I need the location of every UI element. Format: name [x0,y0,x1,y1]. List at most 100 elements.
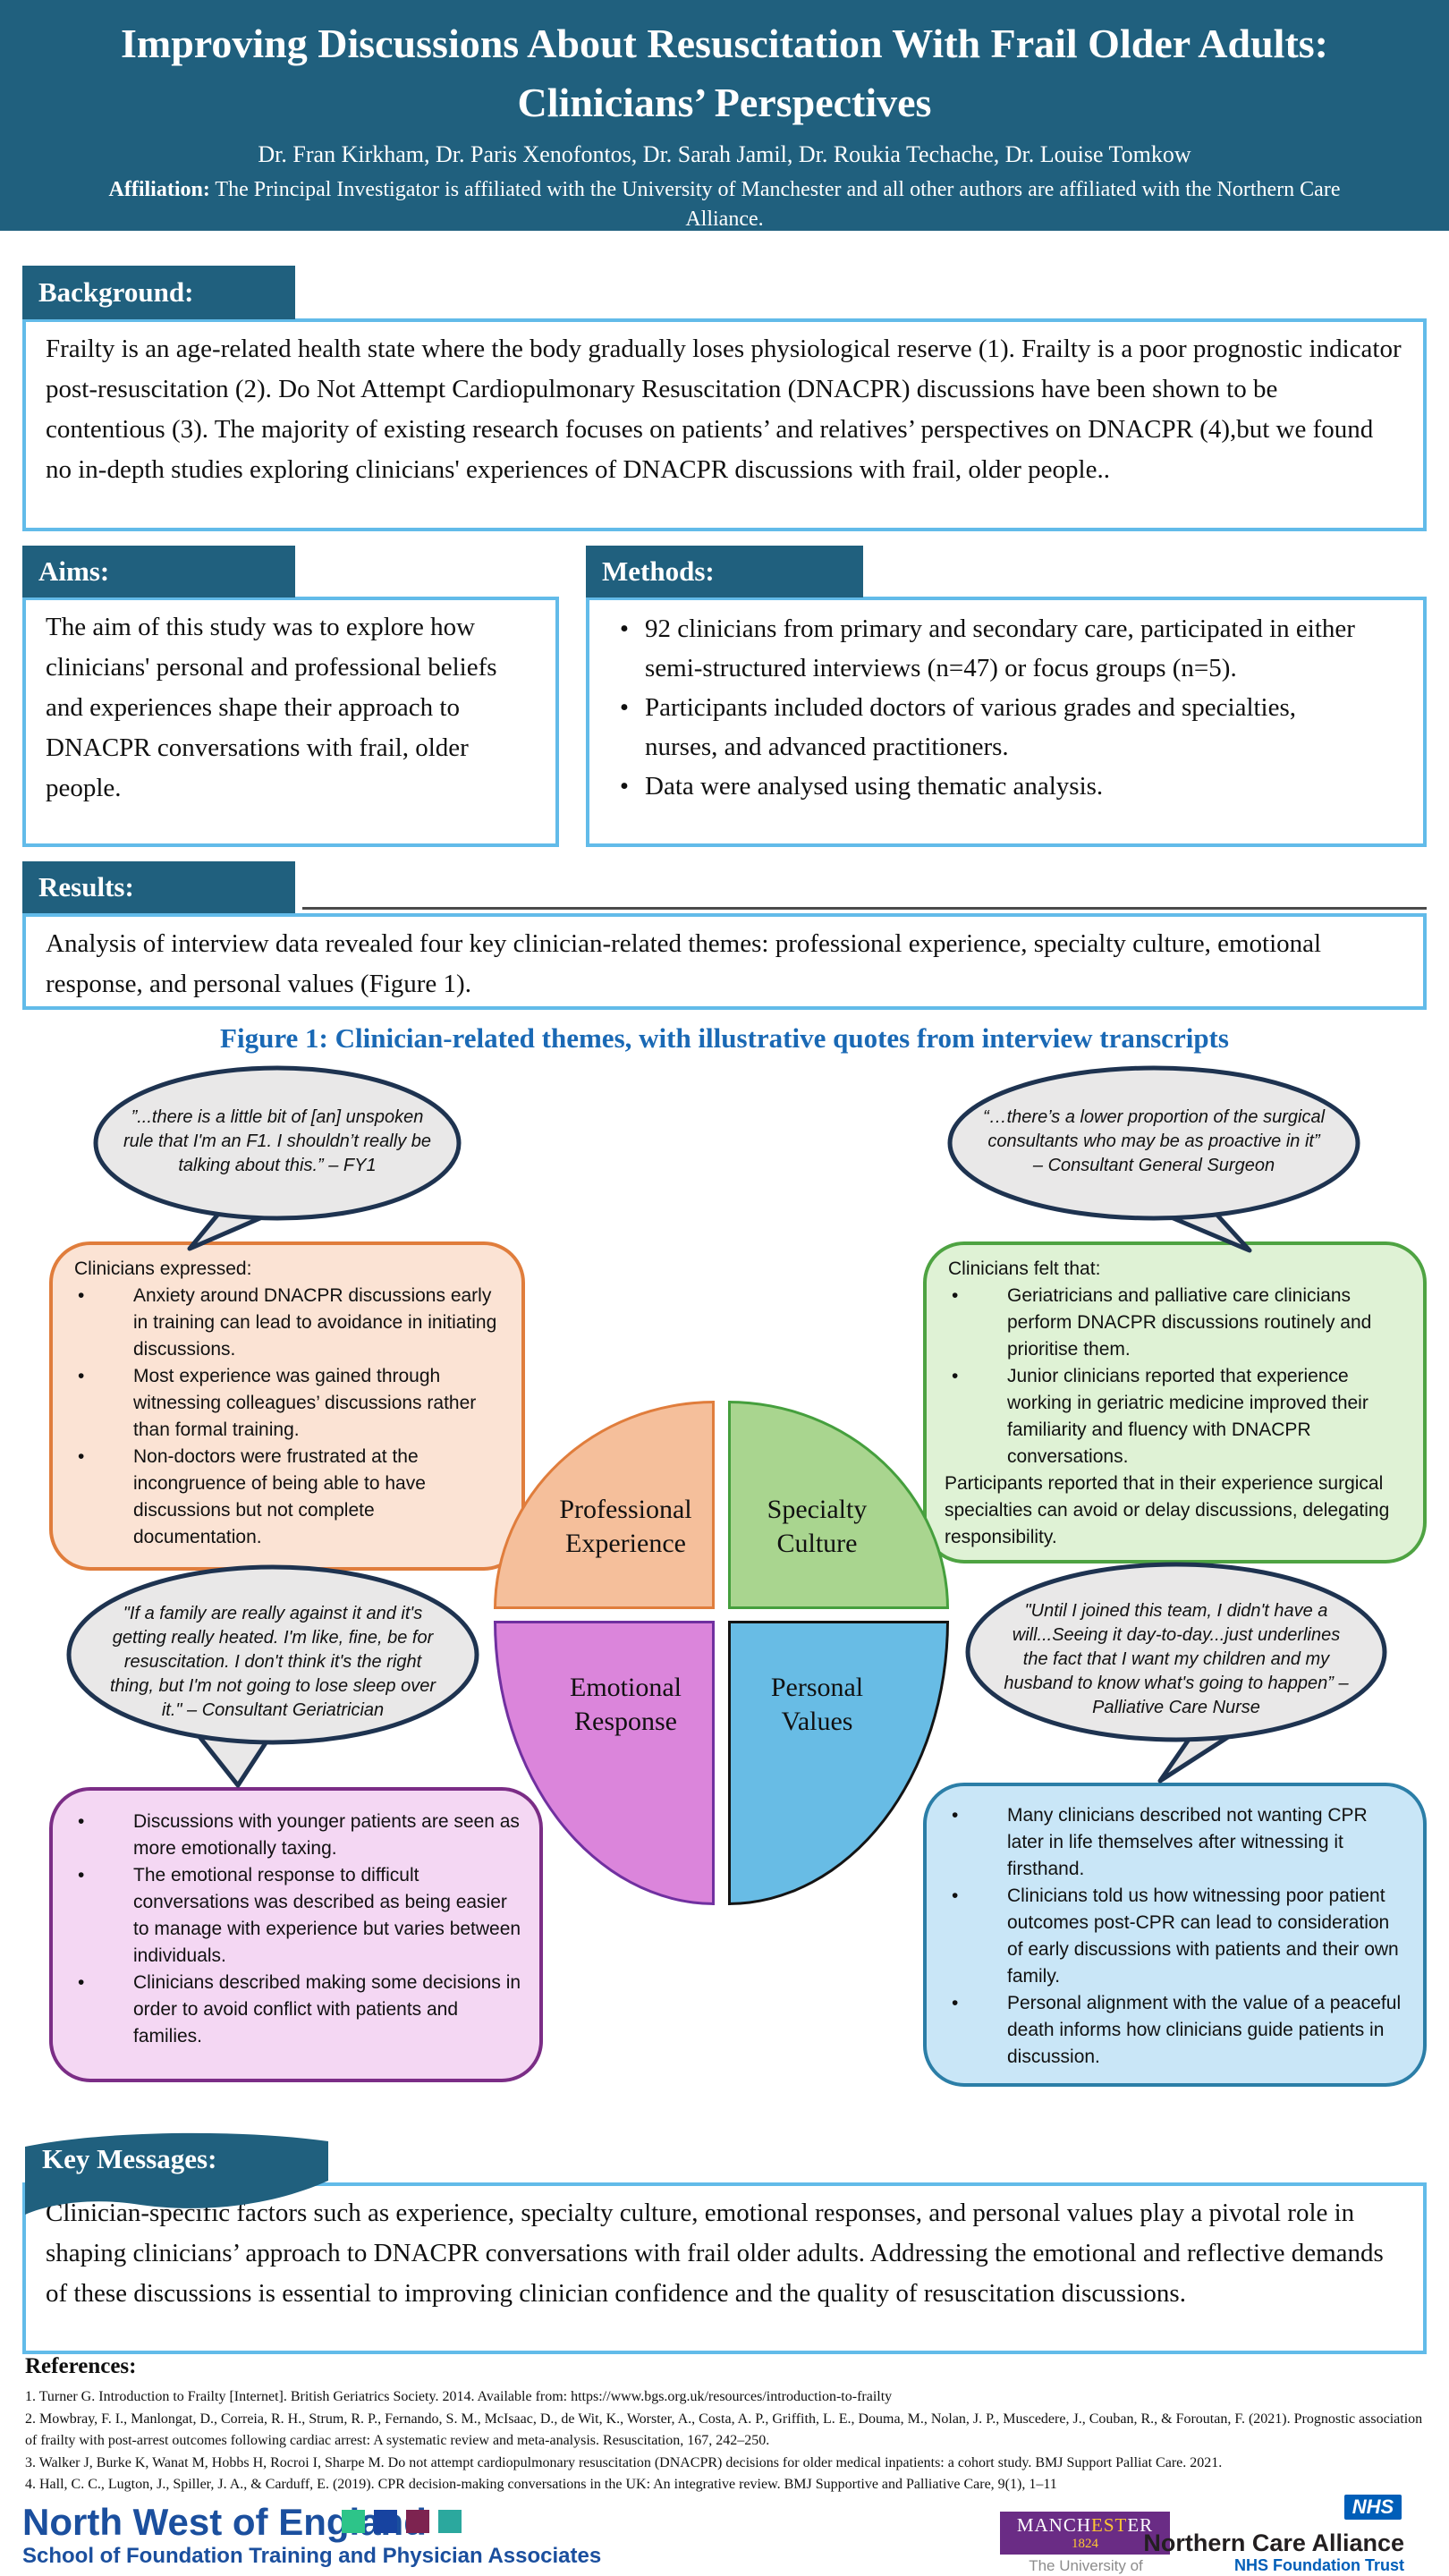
list-item: • Clinicians described making some decisi… [71,1970,521,2050]
background-panel: Frailty is an age-related health state w… [22,318,1427,531]
quote-bubble-geriatrician: "If a family are really against it and i… [63,1563,483,1789]
speech-bubble-shape [965,1562,1387,1784]
manchester-caption: The University of Manchester [1029,2557,1143,2576]
box-bullet: Many clinicians described not wanting CP… [1007,1805,1368,1879]
quote-text: “…there’s a lower proportion of the surg… [982,1107,1326,1176]
box-bullet: Clinicians described making some decisio… [133,1972,521,2046]
authors-line: Dr. Fran Kirkham, Dr. Paris Xenofontos, … [258,141,1191,167]
key-messages-text: Clinician-specific factors such as exper… [46,2199,1384,2308]
reference-item: 4. Hall, C. C., Lugton, J., Spiller, J. … [25,2477,1057,2492]
quadrant-label: Specialty Culture [767,1494,868,1558]
box-bullet: Personal alignment with the value of a p… [1007,1993,1402,2067]
list-item: •Most experience was gained through witn… [71,1363,504,1444]
list-item: • Discussions with younger patients are s… [71,1809,521,1862]
box-bullet: Non-doctors were frustrated at the incon… [133,1446,426,1547]
affiliation-text: The Principal Investigator is affiliated… [209,178,1341,231]
aims-panel: The aim of this study was to explore how… [22,597,559,847]
logo-square-teal [438,2510,462,2533]
methods-bullet: 92 clinicians from primary and secondary… [645,614,1355,682]
speech-bubble-shape [66,1564,479,1788]
reference-item: 1. Turner G. Introduction to Frailty [In… [25,2389,893,2404]
list-item: • Non-doctors were frustrated at the inco… [71,1444,504,1551]
box-intro: Clinicians felt that: [948,1258,1101,1279]
methods-bullet: Data were analysed using thematic analys… [645,772,1104,801]
manchester-part3: ER [1127,2514,1154,2536]
nwe-logo-squares [342,2510,462,2533]
box-bullet: Discussions with younger patients are se… [133,1811,520,1859]
list-item: •Junior clinicians reported that experie… [945,1363,1405,1470]
quote-text: "Until I joined this team, I didn't have… [1004,1600,1349,1717]
pie-quadrant-personal-values: Personal Values [728,1621,949,1905]
bullet-dot: • [619,614,630,643]
quadrant-label: Emotional Response [570,1673,682,1736]
manchester-part2: EST [1091,2514,1128,2536]
methods-list: • 92 clinicians from primary and secondar… [589,600,1423,811]
manchester-wordmark: MANCHESTER [1000,2512,1170,2537]
bullet-dot: • [952,1285,959,1306]
background-heading: Background: [22,266,295,319]
references-heading: References: [25,2354,137,2378]
speech-bubble-shape [947,1065,1360,1253]
quadrant-label: Professional Experience [559,1494,692,1558]
key-messages-panel: Clinician-specific factors such as exper… [22,2182,1427,2354]
bullet-dot: • [952,1993,959,2013]
box-footer-text: Participants reported that in their expe… [945,1473,1390,1547]
reference-item: 2. Mowbray, F. I., Manlongat, D., Correi… [25,2411,1423,2449]
results-panel: Analysis of interview data revealed four… [22,913,1427,1010]
logo-square-blue [374,2510,397,2533]
ribbon-shape [25,2132,328,2215]
manchester-part1: MANCH [1016,2514,1091,2536]
list-item: •Geriatricians and palliative care clini… [945,1283,1405,1363]
nwe-logo-subtitle: School of Foundation Training and Physic… [22,2544,602,2568]
key-messages-heading: Key Messages: [42,2143,217,2174]
pie-quadrant-professional-experience: Professional Experience [494,1401,715,1609]
box-bullet: Junior clinicians reported that experien… [1007,1366,1368,1467]
quote-bubble-fy1: ”...there is a little bit of [an] unspok… [89,1064,465,1252]
aims-heading: Aims: [22,546,295,597]
box-intro: Clinicians expressed: [74,1258,252,1279]
list-item: •The emotional response to difficult con… [71,1862,521,1970]
figure-caption: Figure 1: Clinician-related themes, with… [220,1022,1229,1054]
list-item: • Participants included doctors of variou… [604,688,1373,767]
theme-box-specialty-culture: Clinicians felt that: •Geriatricians and… [923,1241,1427,1563]
poster-title: Improving Discussions About Resuscitatio… [120,21,1328,125]
nhs-logo: NHS [1344,2495,1402,2520]
quote-text: ”...there is a little bit of [an] unspok… [123,1106,431,1175]
methods-heading: Methods: [586,546,863,597]
bullet-dot: • [78,1285,85,1306]
logo-square-green [342,2510,365,2533]
references-list: 1. Turner G. Introduction to Frailty [In… [25,2386,1426,2496]
bullet-dot: • [78,1811,85,1832]
list-item: • 92 clinicians from primary and secondar… [604,609,1373,688]
list-item: •Data were analysed using thematic analy… [604,767,1373,806]
theme-box-personal-values: • Many clinicians described not wanting C… [923,1783,1427,2087]
list-item: • Personal alignment with the value of a … [945,1990,1405,2071]
box-bullet: The emotional response to difficult conv… [133,1865,521,1966]
quote-bubble-palliative-nurse: "Until I joined this team, I didn't have… [962,1561,1391,1784]
bullet-dot: • [952,1805,959,1826]
bullet-dot: • [952,1885,959,1906]
theme-box-emotional-response: • Discussions with younger patients are s… [49,1787,543,2082]
bullet-dot: • [619,693,630,722]
bullet-dot: • [78,1972,85,1993]
bullet-dot: • [78,1446,85,1467]
pie-quadrant-specialty-culture: Specialty Culture [728,1401,949,1609]
affiliation-line: Affiliation: The Principal Investigator … [85,175,1364,234]
nca-name: Northern Care Alliance [1143,2529,1404,2556]
speech-bubble-shape [93,1065,462,1251]
divider-line [302,907,1427,910]
box-bullet: Clinicians told us how witnessing poor p… [1007,1885,1399,1987]
poster-header: Improving Discussions About Resuscitatio… [0,0,1449,231]
methods-panel: • 92 clinicians from primary and secondar… [586,597,1427,847]
manchester-year: 1824 [1072,2537,1098,2551]
quadrant-label: Personal Values [770,1673,864,1736]
list-item: • Many clinicians described not wanting C… [945,1802,1405,1883]
methods-bullet: Participants included doctors of various… [645,693,1297,761]
key-messages-ribbon: Key Messages: [22,2127,331,2221]
nca-subtitle: NHS Foundation Trust [1234,2556,1404,2574]
background-text: Frailty is an age-related health state w… [46,335,1402,484]
aims-text: The aim of this study was to explore how… [46,613,497,802]
list-item: • Anxiety around DNACPR discussions early… [71,1283,504,1363]
list-item: • Clinicians told us how witnessing poor … [945,1883,1405,1990]
box-bullet: Anxiety around DNACPR discussions early … [133,1285,497,1360]
